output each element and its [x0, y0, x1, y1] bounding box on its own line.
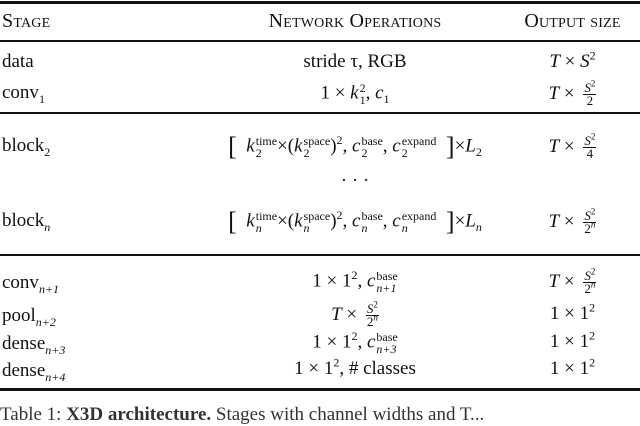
section-rule-2 [0, 254, 640, 256]
stage-block2: block2 [2, 135, 51, 159]
stage-data: data [2, 51, 34, 72]
bottom-rule [0, 388, 640, 391]
out-data: T × S2 [549, 48, 596, 72]
stage-pool-n2: pooln+2 [2, 305, 56, 329]
stage-blockn: blockn [2, 210, 51, 234]
stage-conv1: conv1 [2, 82, 45, 106]
section-rule-1 [0, 112, 640, 114]
stage-dense-n3: densen+3 [2, 333, 66, 357]
ellipsis: · · · [340, 170, 370, 191]
header-network-operations: Network Operations [268, 10, 442, 32]
ops-data: stride τ, RGB [303, 51, 407, 72]
ops-dense-n4: 1 × 12, # classes [294, 355, 416, 379]
top-rule [0, 1, 640, 4]
stage-dense-n4: densen+4 [2, 360, 66, 384]
table-caption: Table 1: X3D architecture. Stages with c… [0, 404, 485, 425]
header-rule [0, 40, 640, 42]
stage-conv-n1: convn+1 [2, 272, 60, 296]
header-stage: Stage [2, 10, 51, 32]
header-output-size: Output size [524, 10, 621, 32]
out-pool-n2: 1 × 12 [549, 300, 596, 324]
out-dense-n3: 1 × 12 [549, 328, 596, 352]
out-dense-n4: 1 × 12 [549, 355, 596, 379]
